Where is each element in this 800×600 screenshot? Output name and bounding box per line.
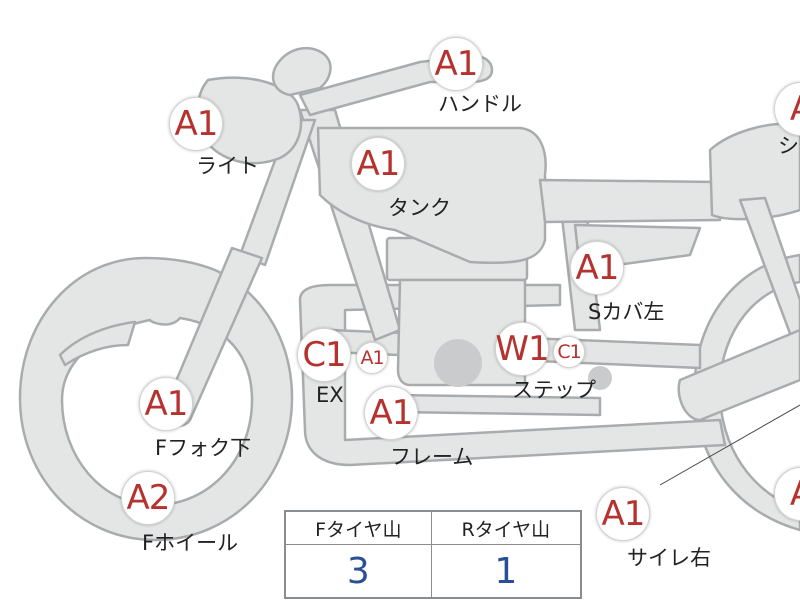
light-grade-badge: A1 (169, 97, 223, 151)
side-cover-label: Sカバ左 (588, 300, 665, 324)
front-wheel-label: Fホイール (142, 531, 239, 555)
frame-label: フレーム (390, 445, 474, 469)
front-wheel-grade-badge: A2 (121, 471, 175, 525)
silencer-label: サイレ右 (627, 546, 711, 570)
light-label: ライト (196, 154, 259, 178)
swing-arm (677, 196, 800, 422)
tire-table-value-row: 3 1 (284, 544, 582, 599)
rear-tire-header: Rタイヤ山 (430, 510, 582, 545)
step-secondary-grade-badge: C1 (553, 336, 585, 368)
silencer-grade-badge: A1 (596, 487, 650, 541)
step-label: ステップ (512, 378, 596, 402)
handle-label: ハンドル (438, 92, 522, 116)
handle-grade-badge: A1 (429, 37, 483, 91)
front-tire-header: Fタイヤ山 (284, 510, 432, 545)
seat-label: シ (778, 134, 799, 158)
tank-label: タンク (388, 196, 451, 220)
rear-tire-value: 1 (430, 544, 582, 599)
tire-tread-table: Fタイヤ山 Rタイヤ山 3 1 (284, 510, 582, 599)
ex-label: EX (316, 383, 344, 407)
step-grade-badge: W1 (495, 322, 550, 376)
front-fork-label: Fフォク下 (155, 436, 252, 460)
seat (538, 122, 800, 272)
side-cover-grade-badge: A1 (570, 241, 624, 295)
silencer-leader-line (659, 404, 800, 486)
frame-grade-badge: A1 (364, 386, 418, 440)
rear-wheel (693, 253, 800, 532)
front-fork-grade-badge: A1 (139, 377, 193, 431)
tire-table-header-row: Fタイヤ山 Rタイヤ山 (284, 510, 582, 545)
ex-grade-badge: C1 (297, 328, 351, 382)
ex-secondary-grade-badge: A1 (356, 342, 388, 374)
tank-grade-badge: A1 (351, 137, 405, 191)
front-tire-value: 3 (284, 544, 432, 599)
